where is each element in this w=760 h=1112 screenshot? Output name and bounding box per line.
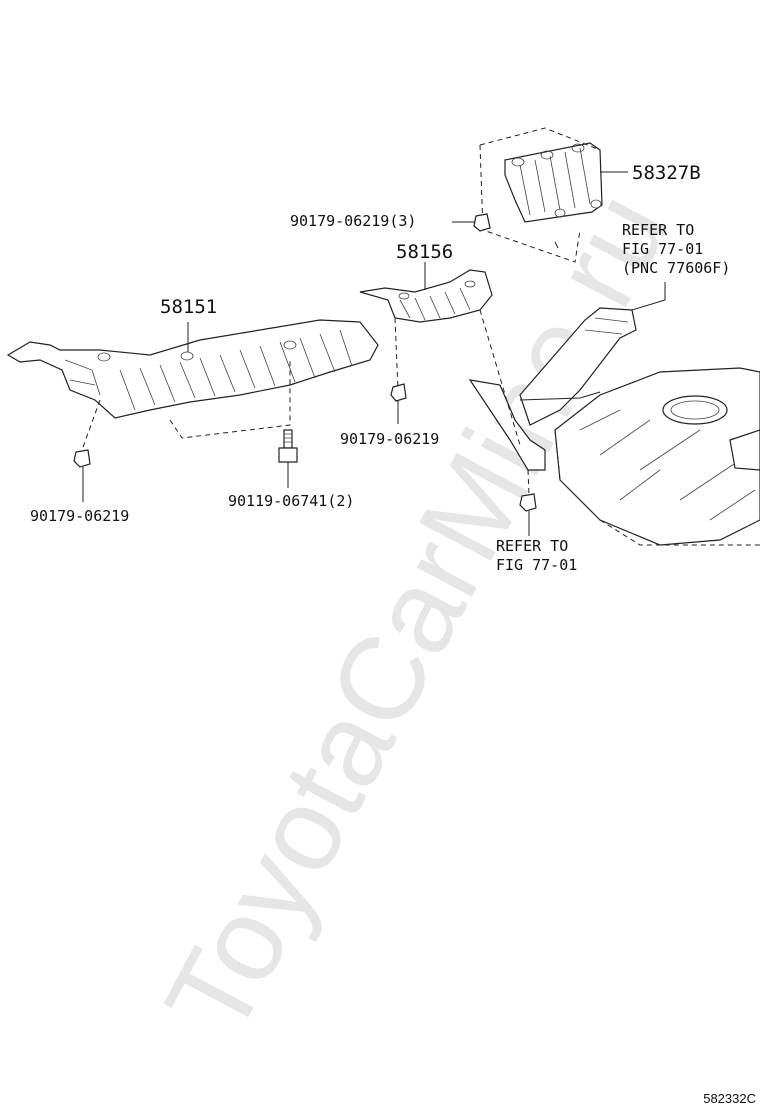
label-58156: 58156 — [396, 241, 454, 263]
ref-upper-line1: REFER TO — [622, 221, 695, 239]
label-clip-mid: 90179-06219 — [340, 430, 440, 448]
ref-lower-line2: FIG 77-01 — [496, 556, 578, 574]
label-bolt: 90119-06741(2) — [228, 492, 355, 510]
fuel-tank-drawing — [554, 367, 760, 546]
diagram-code: 582332C — [703, 1091, 756, 1106]
insulator-58327b-drawing — [479, 127, 628, 263]
fasteners-drawing — [73, 213, 666, 536]
insulator-58151-drawing — [6, 319, 379, 451]
ref-lower-line1: REFER TO — [496, 537, 569, 555]
label-clip-left: 90179-06219 — [30, 507, 130, 525]
ref-upper-line3: (PNC 77606F) — [622, 259, 731, 277]
insulator-58156-drawing — [359, 262, 521, 446]
label-58327b: 58327B — [632, 162, 701, 184]
label-clip-top: 90179-06219(3) — [290, 212, 417, 230]
filler-pipe-drawing — [468, 307, 637, 471]
ref-upper-line2: FIG 77-01 — [622, 240, 704, 258]
label-58151: 58151 — [160, 296, 218, 318]
